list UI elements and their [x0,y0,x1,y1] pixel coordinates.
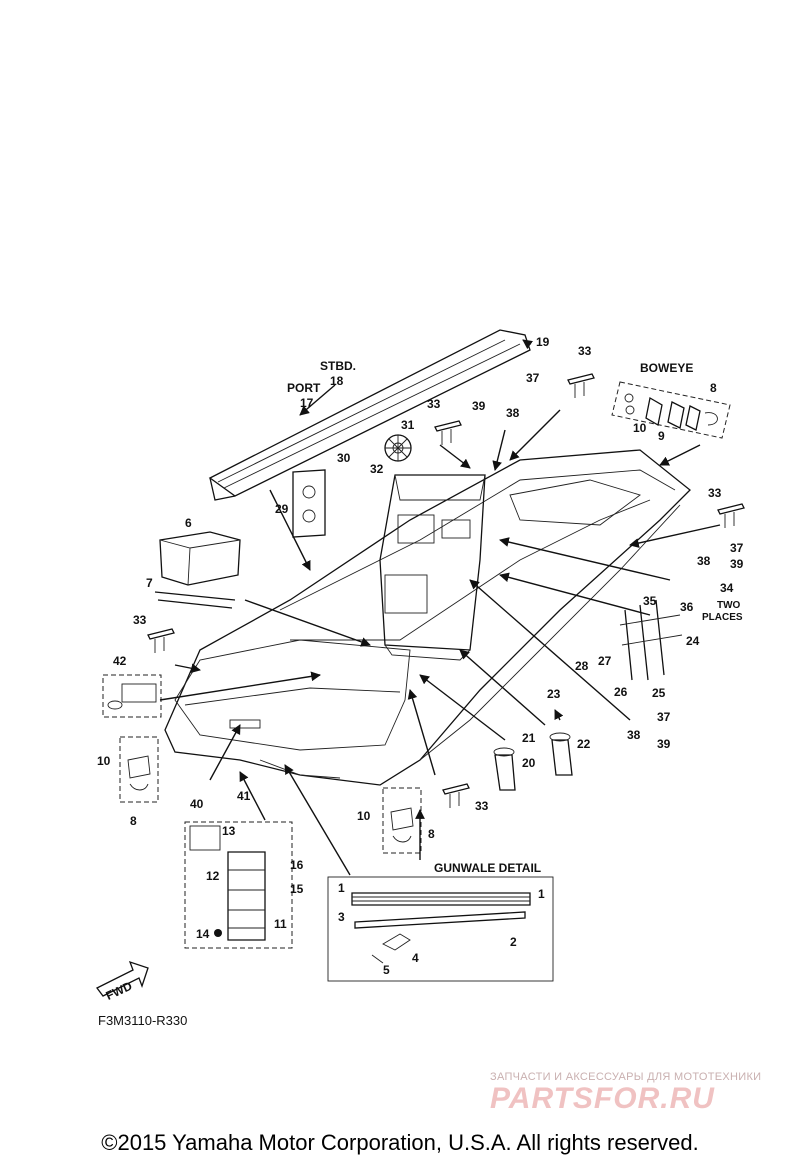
callout: 29 [275,502,289,516]
callout: 39 [730,557,744,571]
header-two: TWO [717,600,741,611]
header-places: PLACES [702,612,743,623]
callout: 8 [130,814,137,828]
callout: 24 [686,634,700,648]
callout: 33 [578,344,592,358]
header-gunwale-detail: GUNWALE DETAIL [434,861,541,875]
callout: 12 [206,869,220,883]
header-boweye: BOWEYE [640,361,693,375]
callout: 33 [427,397,441,411]
callout: 31 [401,418,415,432]
callout: 18 [330,374,344,388]
callout: 42 [113,654,127,668]
callout: 30 [337,451,351,465]
hardware-boxes [102,674,422,854]
callout: 8 [710,381,717,395]
cleat-group [147,373,745,808]
copyright-notice: ©2015 Yamaha Motor Corporation, U.S.A. A… [101,1130,699,1155]
callout: 32 [370,462,384,476]
forward-arrow-icon [96,960,149,997]
rod [154,591,236,609]
callout: 14 [196,927,210,941]
callout: 5 [383,963,390,977]
callout: 20 [522,756,536,770]
callout: 33 [475,799,489,813]
callout: 26 [614,685,628,699]
center-console [379,474,486,661]
figure-code: F3M3110-R330 [98,1013,188,1028]
callout: 11 [274,917,287,931]
callout: 28 [575,659,589,673]
drain-tubes [493,732,573,791]
boweye-assembly [611,381,731,439]
callout: 15 [290,882,304,896]
callout: 10 [97,754,111,768]
callout: 1 [338,881,345,895]
callout: 39 [657,737,671,751]
rod-holders [619,599,683,681]
callout: 8 [428,827,435,841]
callout: 2 [510,935,517,949]
callout: 34 [720,581,734,595]
cooler-box [159,531,241,586]
callout: 9 [658,429,665,443]
callout: 41 [237,789,251,803]
callout: 17 [300,396,314,410]
callout: 38 [627,728,641,742]
gunwale-detail-box [327,876,554,982]
callout-numbers: 1 1 2 3 4 5 6 7 8 8 8 9 10 10 10 11 12 1… [97,335,744,977]
callout: 37 [657,710,671,724]
callout: 10 [633,421,647,435]
watermark-tagline: ЗАПЧАСТИ И АКСЕССУАРЫ ДЛЯ МОТОТЕХНИКИ [490,1071,762,1083]
callout: 40 [190,797,204,811]
callout: 39 [472,399,486,413]
header-stbd: STBD. [320,359,356,373]
callout: 1 [538,887,545,901]
callout: 37 [526,371,540,385]
callout: 6 [185,516,192,530]
callout: 16 [290,858,304,872]
leader-lines [159,339,721,876]
callout: 19 [536,335,550,349]
callout: 23 [547,687,561,701]
callout: 33 [708,486,722,500]
callout: 33 [133,613,147,627]
watermark-brand: PARTSFOR.RU [490,1082,715,1115]
callout: 13 [222,824,236,838]
wheel [384,434,412,462]
callout: 27 [598,654,612,668]
callout: 37 [730,541,744,555]
storage-tray [292,469,326,538]
boat-hull [164,449,691,786]
callout: 22 [577,737,591,751]
ladder-assembly [184,821,293,949]
header-port: PORT [287,381,321,395]
callout: 38 [697,554,711,568]
callout: 21 [522,731,536,745]
callout: 36 [680,600,694,614]
callout: 38 [506,406,520,420]
callout: 7 [146,576,153,590]
callout: 25 [652,686,666,700]
callout: 3 [338,910,345,924]
callout: 10 [357,809,371,823]
callout: 35 [643,594,657,608]
callout: 4 [412,951,419,965]
